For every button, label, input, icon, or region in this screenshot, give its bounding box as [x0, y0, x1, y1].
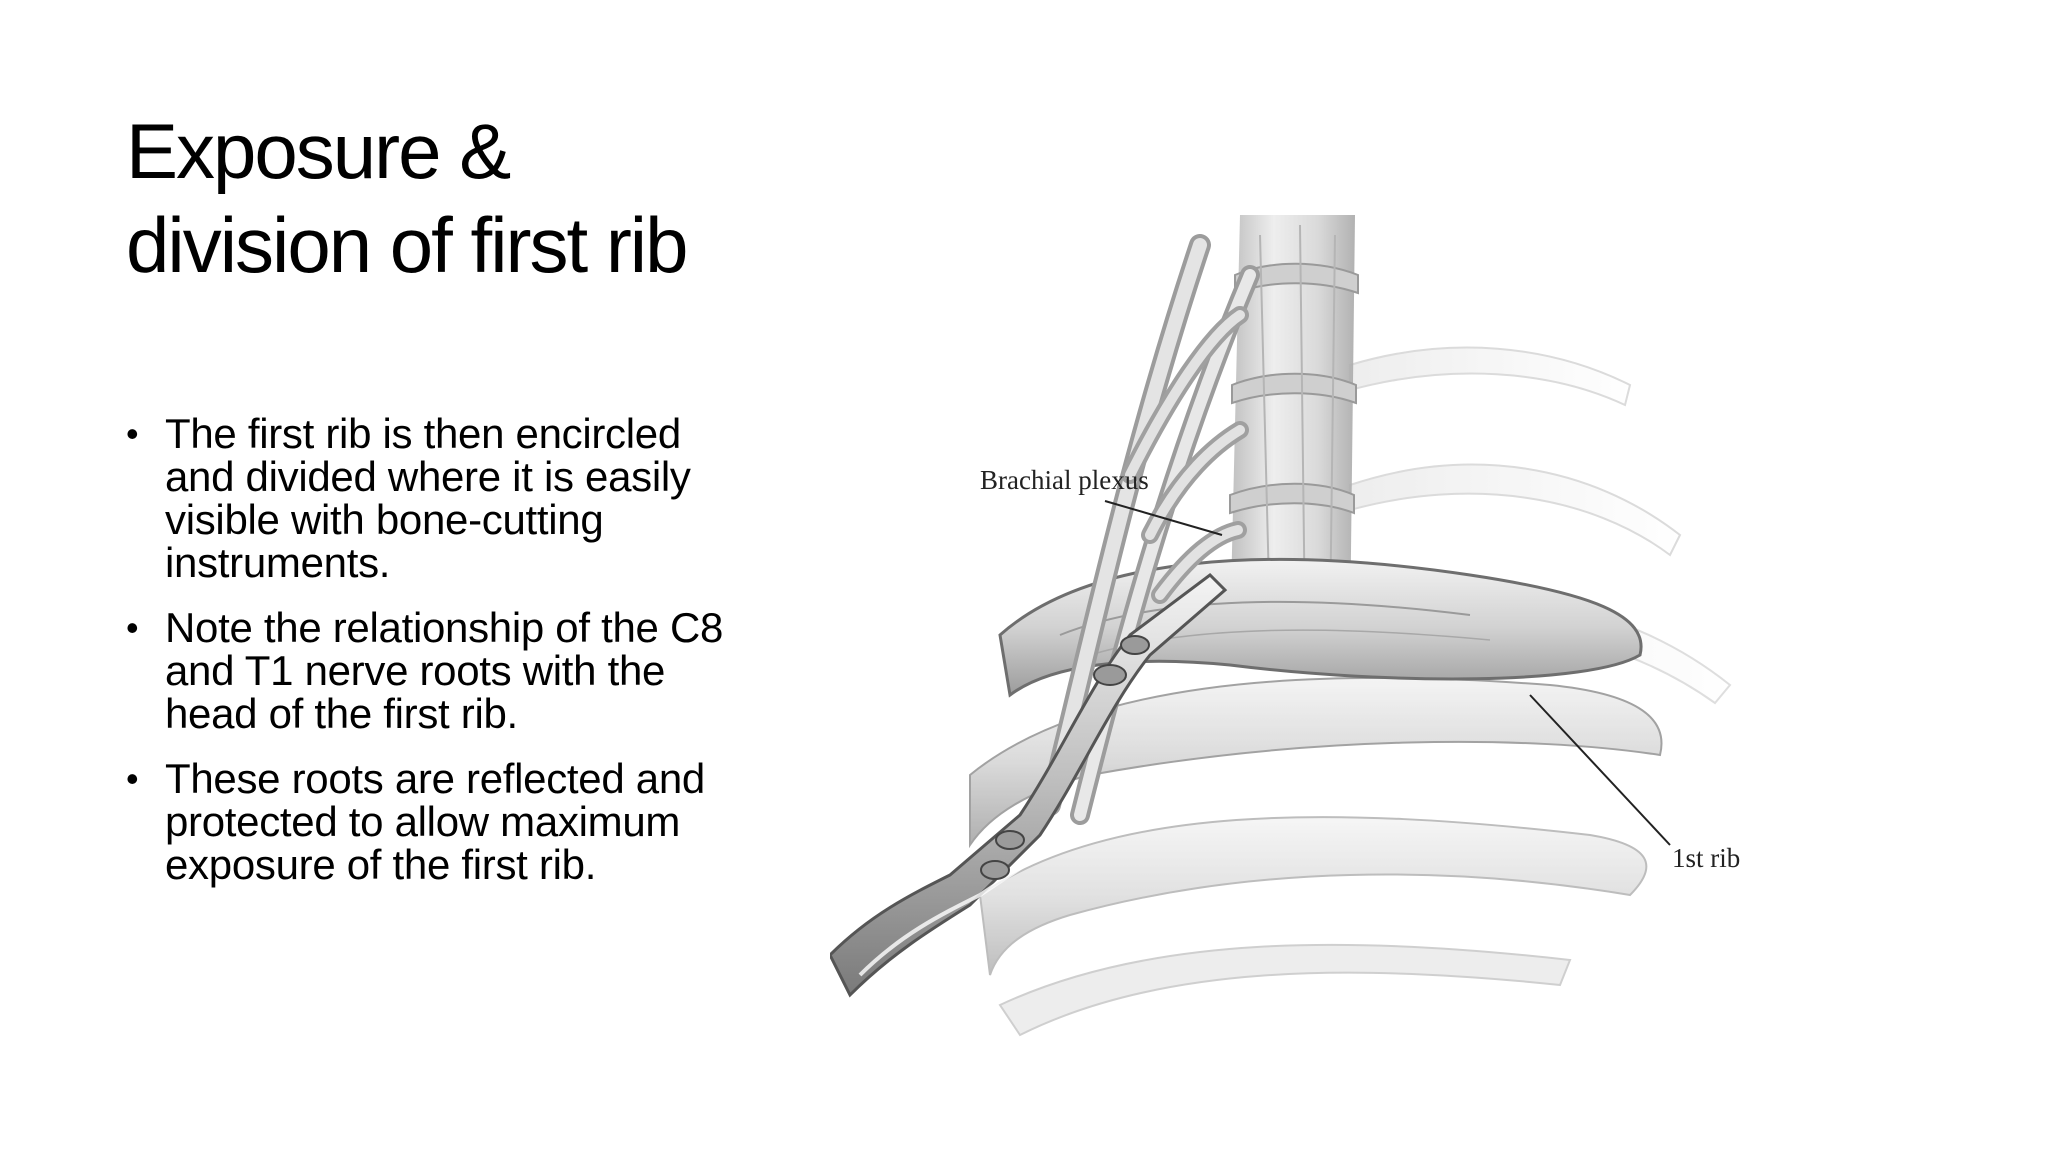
bullet-dot: • — [126, 413, 139, 454]
bullet-text: Note the relationship of the C8 and T1 n… — [165, 604, 724, 737]
vertebral-column — [1229, 215, 1359, 635]
first-rib-label: 1st rib — [1672, 843, 1741, 873]
bullet-dot: • — [126, 607, 139, 648]
slide-title: Exposure & division of first rib — [126, 107, 689, 289]
bullet-text: These roots are reflected and protected … — [165, 755, 705, 888]
bullet-item: • The first rib is then encircled and di… — [126, 412, 746, 584]
bullet-item: • These roots are reflected and protecte… — [126, 757, 746, 886]
illustration-drawing — [830, 215, 1732, 1037]
lower-ribs — [969, 676, 1663, 1037]
bullet-item: • Note the relationship of the C8 and T1… — [126, 606, 746, 735]
anatomical-illustration: Brachial plexus 1st rib — [830, 215, 1830, 1065]
bullet-dot: • — [126, 758, 139, 799]
first-rib-leader-line — [1529, 694, 1671, 846]
brachial-plexus-leader-line — [1104, 500, 1223, 536]
bullet-list: • The first rib is then encircled and di… — [126, 412, 746, 908]
bone-cutter-instrument — [830, 573, 1228, 998]
bullet-text: The first rib is then encircled and divi… — [165, 410, 691, 586]
brachial-plexus-label: Brachial plexus — [980, 465, 1149, 495]
